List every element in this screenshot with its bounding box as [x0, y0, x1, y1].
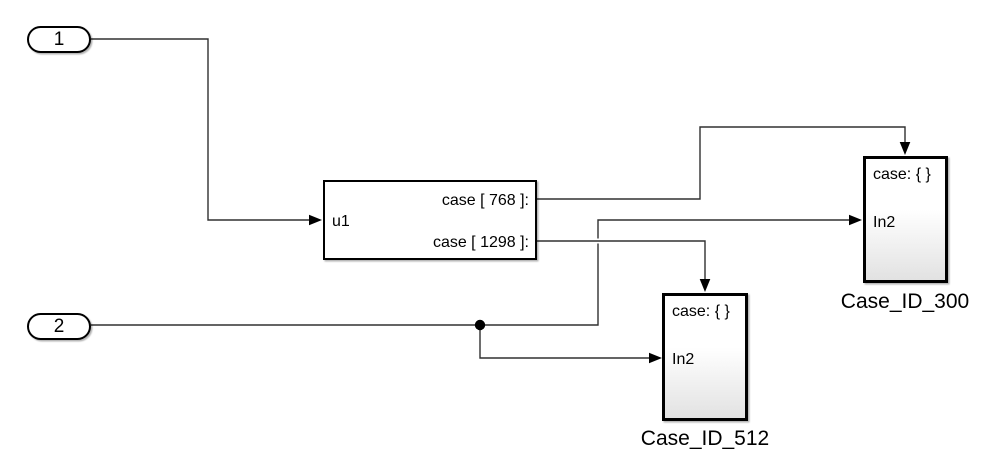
inport-2-label: 2 [53, 315, 65, 337]
wire-case768-to-case300-trigger[interactable] [537, 126, 906, 200]
switch-case-block[interactable]: u1 case [ 768 ]: case [ 1298 ]: [323, 180, 537, 260]
subsystem-name-case-id-512[interactable]: Case_ID_512 [640, 427, 770, 450]
case300-trigger-port-label: case: { } [873, 166, 931, 183]
arrowhead-into-case512-in2 [649, 352, 662, 364]
wire-inport1-to-switchcase[interactable] [91, 38, 309, 221]
inport-1-label: 1 [53, 28, 65, 50]
arrowhead-into-case512-trigger [699, 279, 711, 292]
subsystem-case-id-512[interactable]: case: { } In2 [662, 293, 748, 421]
subsystem-case-id-300[interactable]: case: { } In2 [863, 156, 948, 283]
wire-branch-to-case512-in2[interactable] [479, 325, 649, 359]
case512-trigger-port-label: case: { } [672, 303, 730, 320]
arrowhead-into-case300-in2 [849, 214, 862, 226]
arrowhead-into-case300-trigger [899, 142, 911, 155]
subsystem-name-case-id-300[interactable]: Case_ID_300 [840, 290, 970, 313]
wire-inport2-to-case300-in2[interactable] [91, 219, 849, 326]
case512-in2-port-label: In2 [672, 351, 695, 368]
case300-in2-port-label: In2 [873, 214, 896, 231]
arrowhead-into-u1 [309, 214, 322, 226]
switchcase-case1298-port-label: case [ 1298 ]: [432, 234, 529, 251]
inport-block-1[interactable]: 1 [27, 26, 91, 53]
inport-block-2[interactable]: 2 [27, 313, 91, 340]
wire-case1298-to-case512-trigger[interactable] [537, 240, 706, 279]
switchcase-input-port-label: u1 [332, 213, 350, 230]
junction-dot [474, 319, 486, 331]
switchcase-case768-port-label: case [ 768 ]: [441, 192, 529, 209]
